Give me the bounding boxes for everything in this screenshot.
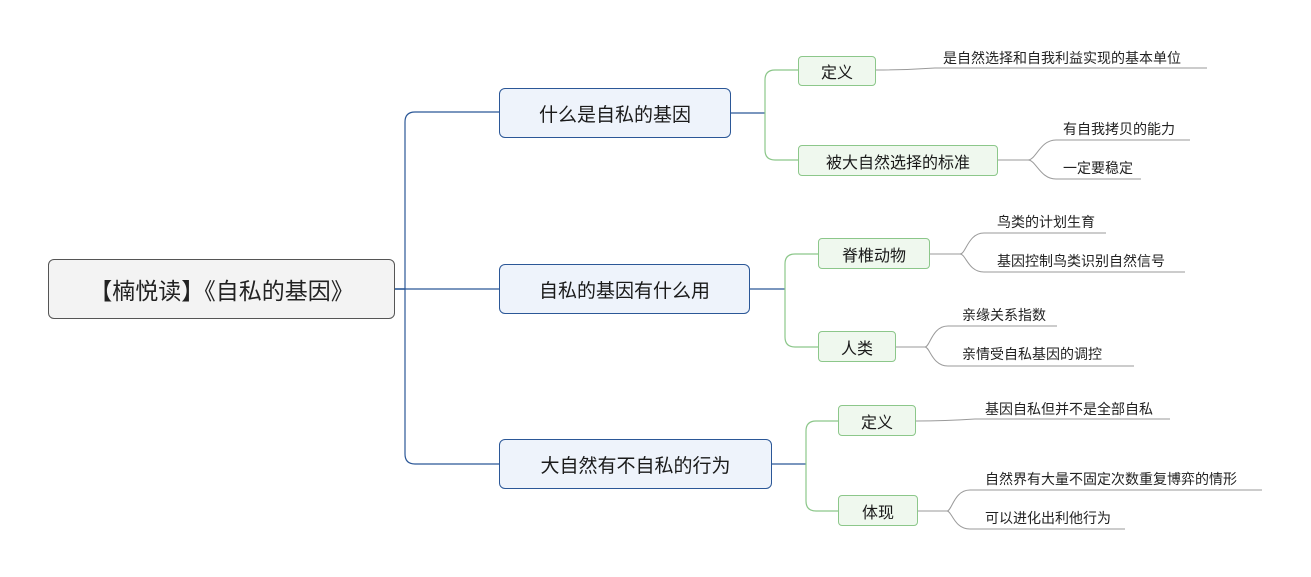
connector-leaf-b2-c1-0 — [918, 489, 1262, 512]
leaf-basic-unit[interactable]: 是自然选择和自我利益实现的基本单位 — [943, 51, 1181, 67]
subtopic-humans[interactable]: 人类 — [818, 331, 896, 362]
connector-leaf-b0-c0-0 — [875, 67, 1207, 71]
connector-leaf-b1-c0-1 — [959, 253, 1185, 273]
leaf-bird-signal-recognition[interactable]: 基因控制鸟类识别自然信号 — [997, 254, 1165, 270]
connector-root-b2 — [395, 288, 499, 465]
connector-b1-c1 — [784, 289, 818, 348]
branch-what-is-selfish-gene[interactable]: 什么是自私的基因 — [499, 88, 731, 138]
connector-b1-c0 — [784, 253, 818, 289]
subtopic-manifestation[interactable]: 体现 — [838, 495, 918, 526]
leaf-must-be-stable[interactable]: 一定要稳定 — [1063, 161, 1133, 177]
connector-b0-c0 — [764, 69, 798, 113]
root-topic[interactable]: 【楠悦读】《自私的基因》 — [48, 259, 395, 319]
connector-leaf-b2-c1-1 — [946, 510, 1125, 530]
connector-leaf-b1-c1-0 — [896, 325, 1057, 348]
leaf-altruism-evolves[interactable]: 可以进化出利他行为 — [985, 511, 1111, 527]
connector-leaf-b0-c1-0 — [998, 139, 1190, 161]
connector-leaf-b2-c0-0 — [915, 418, 1170, 422]
leaf-not-all-selfish[interactable]: 基因自私但并不是全部自私 — [985, 402, 1153, 418]
leaf-repeated-games[interactable]: 自然界有大量不固定次数重复博弈的情形 — [985, 472, 1237, 488]
connector-leaf-b1-c1-1 — [924, 346, 1134, 367]
branch-use-of-selfish-gene[interactable]: 自私的基因有什么用 — [499, 264, 750, 314]
connector-root-b0 — [395, 111, 499, 290]
connector-leaf-b0-c1-1 — [1027, 159, 1141, 180]
subtopic-definition-2[interactable]: 定义 — [838, 405, 916, 436]
subtopic-selection-criteria[interactable]: 被大自然选择的标准 — [798, 145, 998, 176]
connector-b0-c1 — [764, 113, 798, 161]
leaf-affection-controlled[interactable]: 亲情受自私基因的调控 — [962, 347, 1102, 363]
connector-leaf-b1-c0-0 — [930, 232, 1106, 255]
leaf-kinship-index[interactable]: 亲缘关系指数 — [962, 308, 1046, 324]
connector-b2-c0 — [805, 420, 838, 464]
branch-unselfish-behavior[interactable]: 大自然有不自私的行为 — [499, 439, 772, 489]
leaf-bird-family-planning[interactable]: 鸟类的计划生育 — [997, 215, 1095, 231]
leaf-self-replication[interactable]: 有自我拷贝的能力 — [1063, 122, 1175, 138]
subtopic-vertebrates[interactable]: 脊椎动物 — [818, 238, 930, 269]
subtopic-definition-1[interactable]: 定义 — [798, 56, 876, 86]
connector-b2-c1 — [805, 464, 838, 512]
